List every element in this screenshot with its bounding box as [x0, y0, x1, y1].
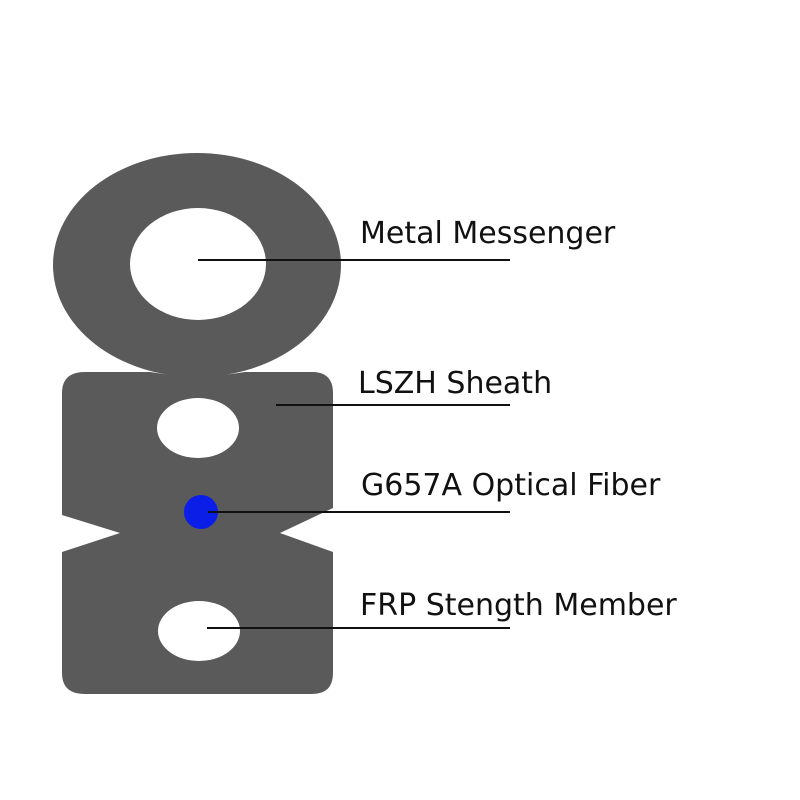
label-metal-messenger: Metal Messenger — [360, 216, 616, 251]
optical-fiber-core — [184, 495, 218, 529]
label-lszh-sheath: LSZH Sheath — [358, 366, 553, 401]
metal-messenger-wire — [130, 208, 266, 320]
lszh-sheath-body — [62, 372, 333, 694]
label-optical-fiber: G657A Optical Fiber — [361, 468, 661, 503]
label-frp-member: FRP Stength Member — [360, 588, 677, 623]
frp-strength-member-lower — [158, 601, 240, 661]
frp-strength-member-upper — [157, 398, 239, 458]
